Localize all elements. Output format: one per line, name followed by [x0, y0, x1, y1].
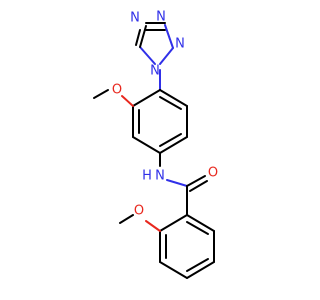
carbonyl-group	[186, 175, 208, 216]
atom-h-amide: H	[142, 169, 152, 184]
upper-benzene-ring	[132, 89, 188, 154]
atom-o-carbonyl: O	[208, 166, 218, 181]
atom-n-amide: N	[155, 169, 165, 184]
atom-n-tetrazole-4: N	[130, 11, 140, 26]
lower-methoxy-group	[119, 214, 161, 232]
atom-n-tetrazole-2: N	[175, 37, 185, 52]
atom-o-upper-methoxy: O	[112, 83, 122, 98]
atom-o-lower-methoxy: O	[134, 204, 144, 219]
lower-benzene-ring	[159, 214, 215, 279]
upper-methoxy-group	[93, 89, 134, 107]
atom-n-tetrazole-3: N	[150, 64, 160, 79]
atom-n-tetrazole-1: N	[156, 10, 166, 25]
molecule-structure: N N N N O N H O O	[93, 10, 218, 279]
bond-nh-carbonyl	[166, 179, 188, 187]
tetrazole-ring	[135, 22, 174, 65]
